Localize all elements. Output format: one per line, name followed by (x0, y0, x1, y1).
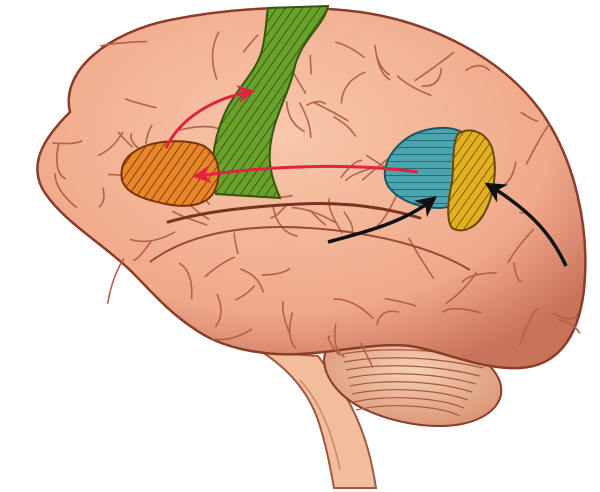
gyrus-fold (299, 102, 312, 139)
brainstem-fold (299, 379, 341, 471)
cerebellum-folium (353, 397, 465, 409)
gyrus-fold (56, 142, 66, 180)
gyrus-fold (54, 172, 78, 208)
gyrus-fold (285, 101, 305, 133)
gyrus-fold (340, 159, 363, 179)
gyrus-fold (465, 64, 490, 71)
gyrus-fold (340, 71, 366, 104)
gyrus-fold (107, 258, 125, 304)
gyrus-fold (309, 54, 312, 75)
gyrus-fold (335, 41, 365, 59)
yellow-region (447, 129, 496, 232)
gyrus-fold (98, 187, 105, 208)
gyrus-fold (553, 312, 579, 320)
gyrus-fold (306, 100, 326, 106)
lateral-sulcus (166, 202, 422, 224)
gyrus-fold (360, 342, 374, 368)
gyrus-fold (211, 31, 220, 80)
gyrus-fold (376, 310, 400, 326)
gyrus-fold (52, 140, 83, 145)
orange-region (120, 140, 220, 207)
gyrus-fold (421, 67, 443, 87)
gyrus-fold (132, 241, 152, 261)
gyrus-fold (235, 285, 256, 301)
gyrus-fold (129, 231, 176, 243)
gyrus-fold (240, 268, 265, 293)
cerebellum-folium (347, 373, 477, 385)
gyrus-fold (175, 125, 220, 132)
cerebellum-folium (345, 365, 481, 377)
temporal-lobe-edge (149, 226, 471, 271)
gyrus-fold (408, 237, 435, 279)
gyrus-fold (313, 101, 349, 122)
red-arrow-upper (164, 85, 256, 149)
black-arrow-right (484, 182, 568, 267)
gyrus-fold (261, 268, 291, 276)
gyrus-fold (124, 98, 157, 109)
gyrus-fold (291, 206, 336, 223)
gyrus-fold (442, 307, 482, 314)
gyrus-fold (211, 328, 253, 341)
gyrus-fold (270, 205, 287, 219)
gyrus-fold (374, 45, 391, 81)
gyrus-fold (520, 111, 539, 122)
gyrus-fold (525, 124, 550, 165)
gyrus-fold (179, 262, 193, 300)
cerebellum-folium (349, 381, 473, 393)
gyrus-fold (333, 323, 345, 358)
gyrus-fold (204, 256, 236, 278)
gyrus-fold (333, 298, 374, 320)
gyrus-fold (518, 308, 538, 347)
gyrus-fold (281, 300, 290, 334)
gyrus-fold (97, 131, 124, 156)
gyrus-fold (445, 271, 477, 305)
cerebrum (36, 6, 587, 370)
cerebellum-folium (343, 357, 485, 369)
gyrus-fold (327, 335, 340, 356)
gyrus-fold (145, 124, 153, 145)
gyrus-fold (328, 198, 343, 234)
gyrus-fold (215, 293, 222, 328)
gyrus-fold (414, 51, 454, 82)
green-strip-region (211, 4, 330, 200)
gyrus-fold (333, 116, 357, 137)
cerebellum-folium (355, 405, 461, 417)
gyrus-fold (513, 262, 523, 283)
gyrus-fold (507, 228, 535, 264)
gyrus-fold (384, 297, 417, 307)
cerebellum-folium (351, 389, 469, 401)
black-arrow-left (327, 196, 437, 244)
red-arrow-lower (192, 164, 419, 184)
gyrus-fold (396, 75, 432, 96)
gyrus-fold (233, 232, 239, 255)
gyrus-fold (557, 319, 581, 334)
gyrus-fold (288, 312, 297, 350)
gyrus-fold (117, 131, 133, 148)
gyrus-fold (242, 34, 259, 53)
gyrus-fold (99, 40, 148, 47)
